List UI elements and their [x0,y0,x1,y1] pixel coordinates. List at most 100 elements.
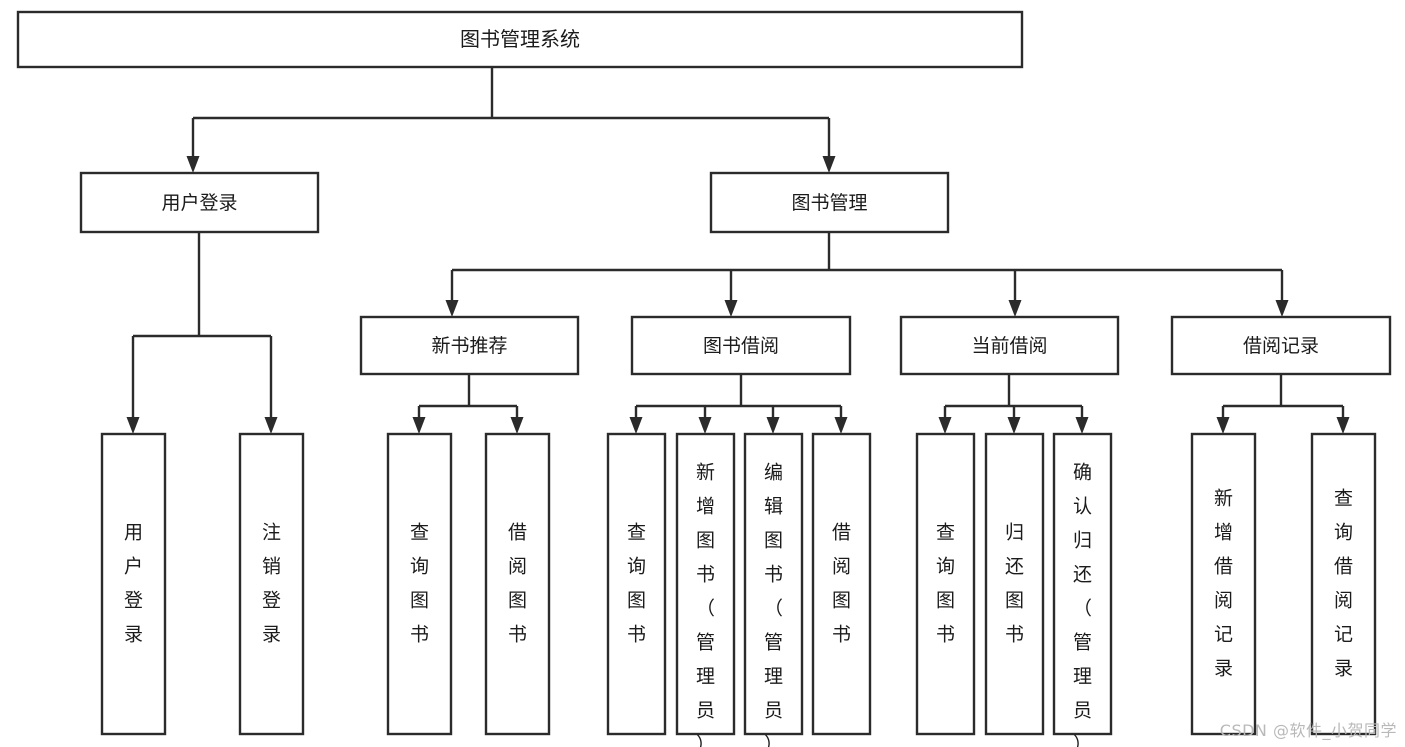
node-label-char: 辑 [764,496,783,518]
node-label-char: 图 [410,590,429,612]
node-label-char: 书 [410,624,429,646]
arrow-head-icon [510,417,524,434]
node-box[interactable] [484,432,551,736]
level1-node-1-node-用户登录[interactable]: 用户登录 [79,171,320,234]
node-label: 借阅记录 [1243,335,1319,357]
node-label-char: 图 [696,530,715,552]
node-box[interactable] [1310,432,1377,736]
node-box[interactable] [811,432,872,736]
level2-node-1-node-新书推荐[interactable]: 新书推荐 [359,315,580,376]
node-box[interactable] [984,432,1045,736]
node-label-char: （ [764,598,783,620]
node-box[interactable] [743,432,804,736]
node-label-char: 图 [1005,590,1024,612]
connector-group-new-book-to-leaves [412,374,524,434]
arrow-head-icon [264,417,278,434]
node-box[interactable] [16,10,1024,69]
node-box[interactable] [606,432,667,736]
arrow-head-icon [822,156,836,173]
level2-node-4-node-借阅记录[interactable]: 借阅记录 [1170,315,1392,376]
node-label-char: 图 [508,590,527,612]
level2-node-2-node-图书借阅[interactable]: 图书借阅 [630,315,852,376]
node-box[interactable] [79,171,320,234]
level2-node-3-node-当前借阅[interactable]: 当前借阅 [899,315,1120,376]
arrow-head-icon [412,417,426,434]
node-box[interactable] [1170,315,1392,376]
node-box[interactable] [1052,432,1113,736]
arrow-head-icon [834,417,848,434]
node-label-char: 查 [936,522,955,544]
arrow-head-icon [1275,300,1289,317]
node-label-char: 查 [627,522,646,544]
node-label-char: 借 [1214,556,1233,578]
node-box[interactable] [1190,432,1257,736]
node-label-char: 询 [627,556,646,578]
node-label-char: 书 [764,564,783,586]
arrow-head-icon [1336,417,1350,434]
node-label-char: 图 [936,590,955,612]
node-box[interactable] [675,432,736,736]
node-label-char: 还 [1005,556,1024,578]
node-label-char: 管 [764,632,783,654]
level1-node-2-node-图书管理[interactable]: 图书管理 [709,171,950,234]
node-label-char: 借 [832,522,851,544]
connector-group-current-to-leaves [938,374,1089,434]
node-box[interactable] [709,171,950,234]
node-label-char: 查 [410,522,429,544]
node-label-char: 录 [124,624,143,646]
node-box[interactable] [630,315,852,376]
node-label: 用户登录 [161,192,237,214]
node-label-char: 询 [1334,522,1353,544]
arrow-head-icon [186,156,200,173]
node-label: 图书管理系统 [460,27,580,51]
connector-group-record-to-leaves [1216,374,1350,434]
arrow-head-icon [938,417,952,434]
node-box[interactable] [386,432,453,736]
node-label-char: 管 [696,632,715,654]
node-label: 图书借阅 [703,335,779,357]
node-label: 图书管理 [791,192,867,214]
node-label-char: 理 [696,666,715,688]
node-box[interactable] [238,432,305,736]
node-label-char: 图 [764,530,783,552]
node-label-char: （ [1073,598,1092,620]
node-label-char: 员 [696,700,715,722]
node-label-char: 新 [1214,488,1233,510]
node-box[interactable] [359,315,580,376]
node-label-char: 阅 [1214,590,1233,612]
arrow-head-icon [1007,417,1021,434]
arrow-head-icon [766,417,780,434]
node-box[interactable] [100,432,167,736]
leaf-node-1-node-用户登录[interactable]: 用户登录 [100,432,167,736]
node-label: 新书推荐 [431,335,507,357]
node-label-char: ） [696,734,715,747]
node-box[interactable] [915,432,976,736]
node-label-char: 管 [1073,632,1092,654]
node-label-char: 阅 [832,556,851,578]
node-box[interactable] [899,315,1120,376]
node-label-char: 登 [262,590,281,612]
node-label-char: ） [1073,734,1092,747]
root-node-1-node-图书管理系统[interactable]: 图书管理系统 [16,10,1024,69]
node-label-char: 阅 [1334,590,1353,612]
node-label-char: 确 [1073,462,1092,484]
node-label-char: 员 [764,700,783,722]
arrow-head-icon [1075,417,1089,434]
node-label-char: （ [696,598,715,620]
arrow-head-icon [724,300,738,317]
connector-group-root-to-level1 [186,67,836,173]
connector-group-book-mgmt-to-level2 [445,232,1289,317]
